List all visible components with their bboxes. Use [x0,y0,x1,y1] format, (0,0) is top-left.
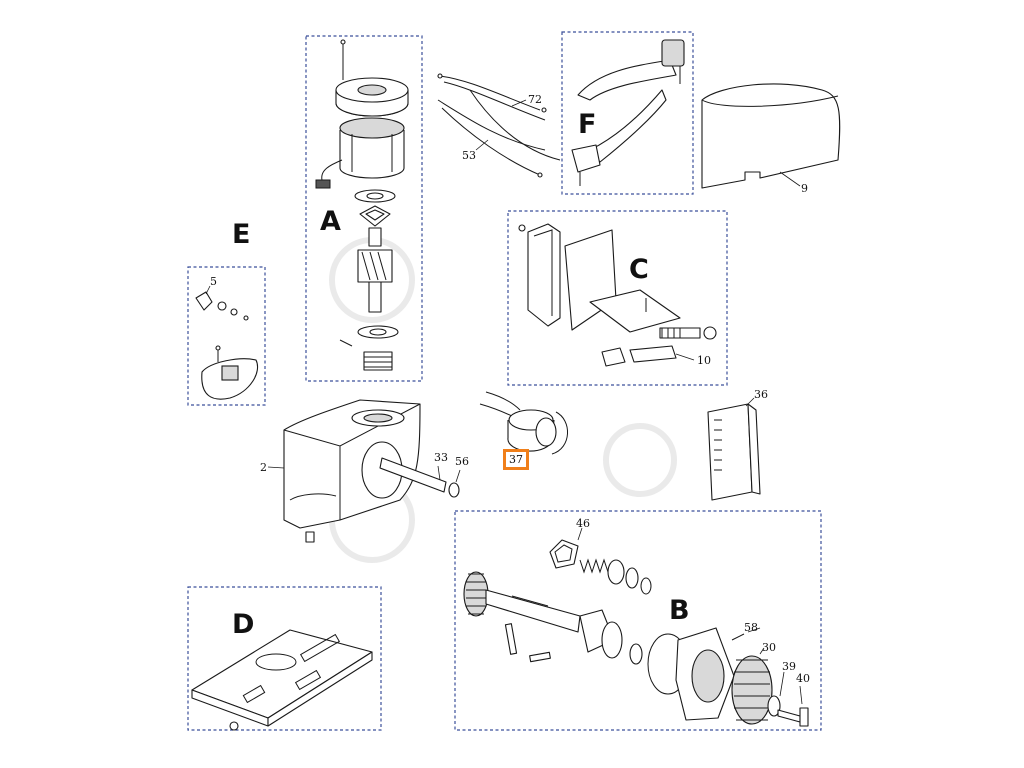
callout-2: 2 [260,461,267,474]
base-plate [191,629,373,731]
control-box-bracket [518,223,717,367]
cover [701,83,841,189]
callout-58: 58 [744,621,758,634]
group-box-a [305,35,423,382]
group-label-f: F [578,109,597,140]
callout-5: 5 [210,275,217,288]
callout-53: 53 [462,149,476,162]
callout-39: 39 [782,660,796,673]
callout-72: 72 [528,93,542,106]
group-box-b [454,510,822,731]
group-label-d: D [232,609,255,640]
shaft [379,457,447,493]
watermark [329,237,677,563]
release-lever [571,39,685,186]
group-box-f [561,31,694,195]
callout-40: 40 [796,672,810,685]
callout-33: 33 [434,451,448,464]
group-label-e: E [232,219,251,250]
limit-switch-assembly [195,285,258,400]
callout-36: 36 [754,388,768,401]
group-label-c: C [629,254,649,285]
callout-37-highlighted: 37 [503,449,529,470]
callout-46: 46 [576,517,590,530]
gearbox-housing [267,399,421,543]
control-board [707,397,761,501]
group-box-d [187,586,382,731]
group-box-c [507,210,728,386]
group-label-b: B [669,595,690,626]
washer [448,469,461,498]
callout-56: 56 [455,455,469,468]
callout-10: 10 [697,354,711,367]
callout-30: 30 [762,641,776,654]
group-box-e [187,266,266,406]
output-shaft-assembly [463,527,809,727]
callout-9: 9 [801,182,808,195]
group-label-a: A [320,206,341,237]
capacitor [479,391,568,455]
motor-assembly [315,39,409,371]
wire-harness [437,73,561,178]
